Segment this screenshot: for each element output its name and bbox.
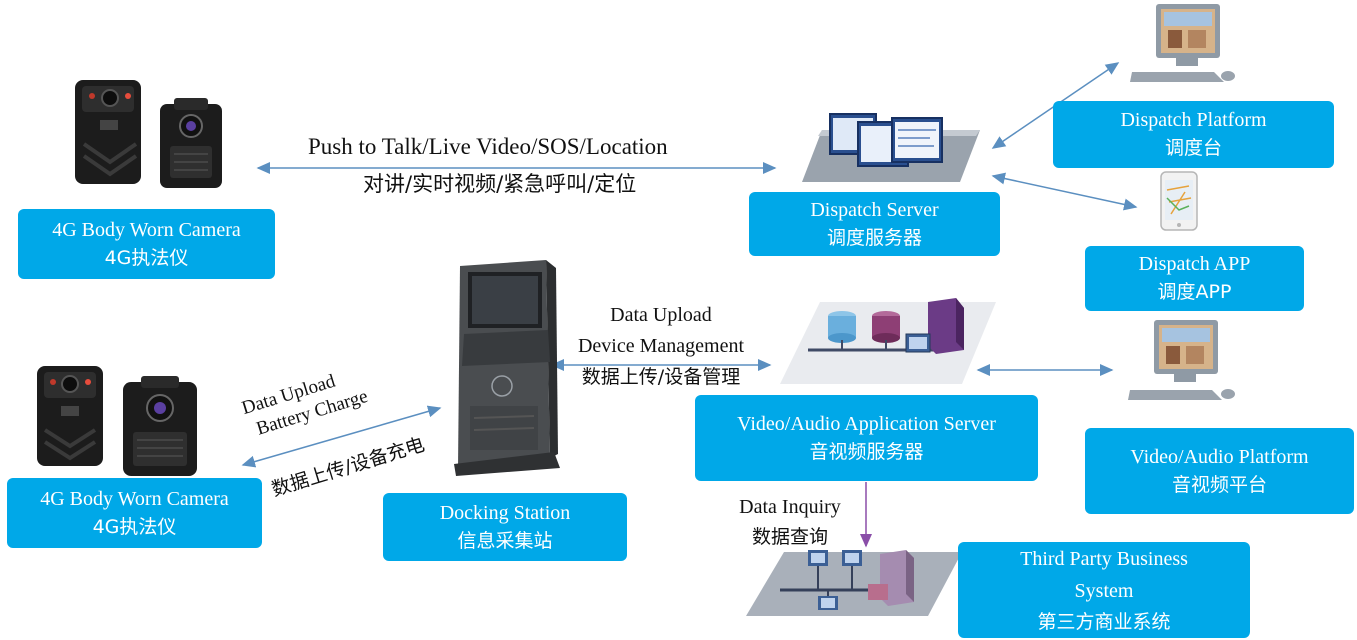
node-third-party-en: Third Party Business <box>1020 548 1188 570</box>
node-docking-station-zh: 信息采集站 <box>457 529 553 552</box>
kiosk-icon <box>454 260 560 476</box>
inquiry-label-zh: 数据查询 <box>751 526 828 548</box>
node-va-platform: Video/Audio Platform 音视频平台 <box>1085 428 1354 514</box>
node-camera-top: 4G Body Worn Camera 4G执法仪 <box>18 209 275 279</box>
node-camera-bottom-zh: 4G执法仪 <box>92 515 177 538</box>
node-camera-top-en: 4G Body Worn Camera <box>52 218 241 241</box>
node-dispatch-platform-en: Dispatch Platform <box>1120 109 1267 132</box>
body-camera-icon <box>75 80 222 188</box>
server-icon <box>802 113 980 182</box>
node-va-server-zh: 音视频服务器 <box>809 440 924 463</box>
node-third-party-en2: System <box>1074 580 1134 602</box>
node-camera-top-zh: 4G执法仪 <box>104 246 189 269</box>
mgmt-link-label-zh: 数据上传/设备管理 <box>581 366 741 388</box>
body-camera-icon <box>37 366 197 476</box>
ptt-link-label-zh-wrap: 对讲/实时视频/紧急呼叫/定位 <box>363 168 636 198</box>
ptt-link-label-zh: 对讲/实时视频/紧急呼叫/定位 <box>363 172 637 196</box>
node-third-party: Third Party Business System 第三方商业系统 <box>958 542 1250 638</box>
mgmt-link-label-en2: Device Management <box>577 335 745 357</box>
monitor-icon <box>1128 320 1235 400</box>
ptt-link-label: Push to Talk/Live Video/SOS/Location <box>308 134 668 160</box>
node-docking-station-en: Docking Station <box>439 501 571 524</box>
node-dispatch-platform-zh: 调度台 <box>1164 137 1222 160</box>
node-va-server-en: Video/Audio Application Server <box>737 412 996 435</box>
inquiry-label: Data Inquiry 数据查询 <box>720 492 860 552</box>
node-dispatch-app-zh: 调度APP <box>1157 281 1232 304</box>
node-dispatch-app-en: Dispatch APP <box>1138 253 1251 276</box>
node-dispatch-server-zh: 调度服务器 <box>826 226 922 249</box>
node-dispatch-platform: Dispatch Platform 调度台 <box>1053 101 1334 168</box>
node-third-party-zh: 第三方商业系统 <box>1037 611 1171 633</box>
dock-link-arrow <box>241 405 442 468</box>
node-va-platform-en: Video/Audio Platform <box>1130 445 1309 468</box>
mgmt-link-label-en1: Data Upload <box>610 304 712 326</box>
monitor-icon <box>1130 4 1235 82</box>
node-dispatch-server-en: Dispatch Server <box>810 198 939 221</box>
phone-icon <box>1160 171 1198 231</box>
node-va-platform-zh: 音视频平台 <box>1171 473 1267 496</box>
ptt-link-label-en: Push to Talk/Live Video/SOS/Location <box>308 134 668 159</box>
database-icon <box>780 298 996 384</box>
inquiry-label-en: Data Inquiry <box>739 496 841 518</box>
app-link-arrow <box>991 172 1138 211</box>
node-docking-station: Docking Station 信息采集站 <box>383 493 627 561</box>
node-dispatch-server: Dispatch Server 调度服务器 <box>749 192 1000 256</box>
mgmt-link-label: Data Upload Device Management 数据上传/设备管理 <box>556 300 766 393</box>
node-camera-bottom: 4G Body Worn Camera 4G执法仪 <box>7 478 262 548</box>
network-icon <box>746 550 962 616</box>
node-va-server: Video/Audio Application Server 音视频服务器 <box>695 395 1038 481</box>
node-camera-bottom-en: 4G Body Worn Camera <box>40 487 229 510</box>
node-dispatch-app: Dispatch APP 调度APP <box>1085 246 1304 311</box>
